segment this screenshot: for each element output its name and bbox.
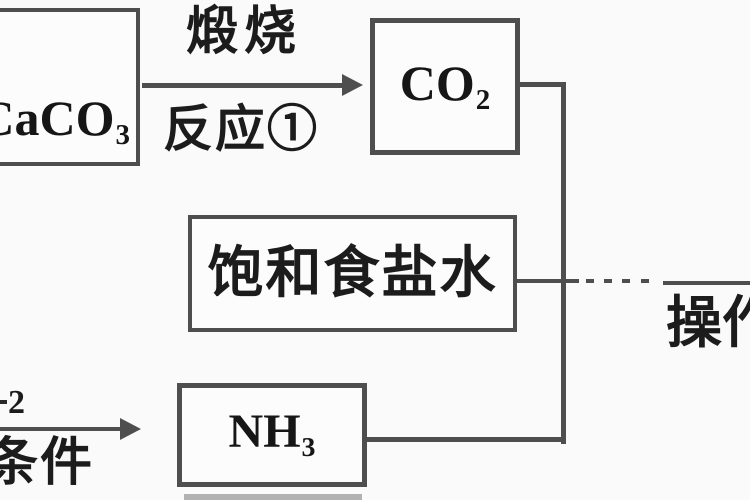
- nh3-formula-subscript: 3: [301, 431, 316, 463]
- reactant-subscript: 2: [8, 384, 25, 421]
- co2-connector-line: [518, 82, 566, 87]
- caco3-formula: CaCO3: [0, 93, 130, 150]
- condition-label: 条件: [0, 435, 95, 492]
- nh3-box: NH3: [177, 383, 367, 487]
- nh3-formula-base: NH: [228, 405, 301, 459]
- brine-connector-solid-left: [515, 279, 579, 283]
- co2-formula-base: CO: [399, 55, 475, 112]
- reaction1-label: 反应①: [163, 101, 319, 157]
- synthesis-arrowhead-icon: [120, 418, 141, 440]
- co2-formula-subscript: 2: [475, 83, 491, 116]
- cropped-character-fragment: [0, 400, 7, 404]
- co2-formula: CO2: [400, 58, 491, 115]
- calcination-label: 煅烧: [186, 4, 303, 61]
- connector-dash-3: [622, 279, 630, 283]
- calcination-arrow-line: [142, 83, 354, 88]
- synthesis-arrow-line: [0, 427, 130, 431]
- caco3-formula-subscript: 3: [115, 119, 131, 151]
- caco3-box: CaCO3: [0, 8, 140, 166]
- nh3-formula: NH3: [229, 408, 316, 461]
- co2-box: CO2: [370, 18, 520, 155]
- connector-dash-1: [586, 279, 594, 283]
- operation-label: 操作: [666, 293, 750, 355]
- calcination-arrowhead-icon: [342, 74, 363, 96]
- nh3-connector-line: [363, 437, 566, 442]
- vertical-connector-line: [561, 82, 566, 444]
- brine-box: 饱和食盐水: [188, 215, 517, 332]
- connector-dash-4: [641, 279, 649, 283]
- connector-dash-2: [604, 279, 612, 283]
- nh3-box-shadow: [184, 494, 362, 500]
- operation-line: [663, 281, 750, 285]
- caco3-formula-base: CaCO: [0, 90, 115, 147]
- brine-label: 饱和食盐水: [207, 242, 498, 305]
